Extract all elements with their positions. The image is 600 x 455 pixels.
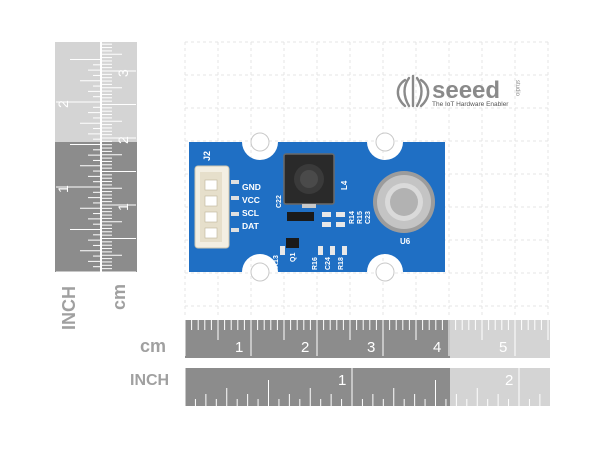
horizontal-inch-label: INCH [130, 372, 169, 389]
sensor-label: U6 [400, 237, 411, 246]
vertical-cm-number: 2 [115, 136, 131, 144]
mounting-hole-bottom-left [250, 262, 270, 282]
inductor [283, 153, 335, 208]
pcb-board: J2 GND VCC SCL DAT L4 U6 [189, 132, 445, 282]
hole-inner [255, 137, 265, 147]
vertical-inch-number: 2 [55, 100, 71, 108]
component-label-r18: R18 [338, 257, 345, 270]
grove-connector [194, 165, 230, 249]
vertical-inch-ruler [55, 42, 100, 273]
brand-tagline: The IoT Hardware Enabler [432, 101, 509, 108]
horizontal-cm-number: 3 [367, 339, 375, 356]
component-label-c23: C23 [365, 211, 372, 224]
pcb-outline [189, 142, 445, 272]
vertical-cm-number: 3 [115, 69, 131, 77]
horizontal-inch-ruler [184, 368, 550, 406]
inductor-label: L4 [340, 180, 349, 190]
pin-label-gnd: GND [242, 182, 261, 192]
component-label-r15: R15 [357, 211, 364, 224]
brand-name: seeed [432, 77, 500, 104]
vertical-cm-number: 1 [115, 203, 131, 211]
smd-components [280, 212, 347, 255]
brand-superscript: studio [514, 80, 520, 97]
horizontal-inch-number: 1 [338, 372, 346, 389]
seeed-logo: seeed studio The IoT Hardware Enabler [396, 74, 520, 108]
horizontal-cm-ruler [184, 320, 550, 358]
horizontal-inch-number: 2 [505, 372, 513, 389]
vertical-inch-number: 3 [55, 15, 71, 23]
component-label-c22: C22 [276, 195, 283, 208]
component-label-r14: R14 [349, 211, 356, 224]
vertical-cm-numbers: 1 2 3 [115, 69, 131, 211]
pin-pad [231, 212, 239, 216]
pin-pad [231, 228, 239, 232]
mounting-hole-bottom-right [375, 262, 395, 282]
pin-pad [231, 196, 239, 200]
horizontal-cm-number: 4 [433, 339, 441, 356]
component-label-r16: R16 [312, 257, 319, 270]
horizontal-cm-number: 1 [235, 339, 243, 356]
horizontal-cm-label: cm [140, 336, 166, 356]
component-label-r13: R13 [273, 255, 280, 268]
component-label-c24: C24 [325, 257, 332, 270]
component-label-q1: Q1 [290, 253, 297, 262]
pin-label-vcc: VCC [242, 195, 260, 205]
vertical-cm-ruler [102, 42, 137, 273]
seeed-logo-mark-icon [396, 74, 430, 108]
vertical-inch-numbers: 1 2 3 [55, 15, 71, 193]
mounting-hole-top-right [375, 132, 395, 152]
horizontal-cm-number: 2 [301, 339, 309, 356]
pin-pad [231, 180, 239, 184]
vertical-cm-label: cm [109, 284, 129, 310]
pin-label-dat: DAT [242, 221, 260, 231]
horizontal-cm-numbers: 1 2 3 4 5 [235, 339, 507, 356]
pin-label-scl: SCL [242, 208, 259, 218]
connector-label: J2 [202, 151, 212, 161]
vertical-inch-label: INCH [59, 286, 79, 330]
horizontal-cm-number: 5 [499, 339, 507, 356]
gas-sensor [373, 171, 435, 233]
vertical-inch-number: 1 [55, 185, 71, 193]
